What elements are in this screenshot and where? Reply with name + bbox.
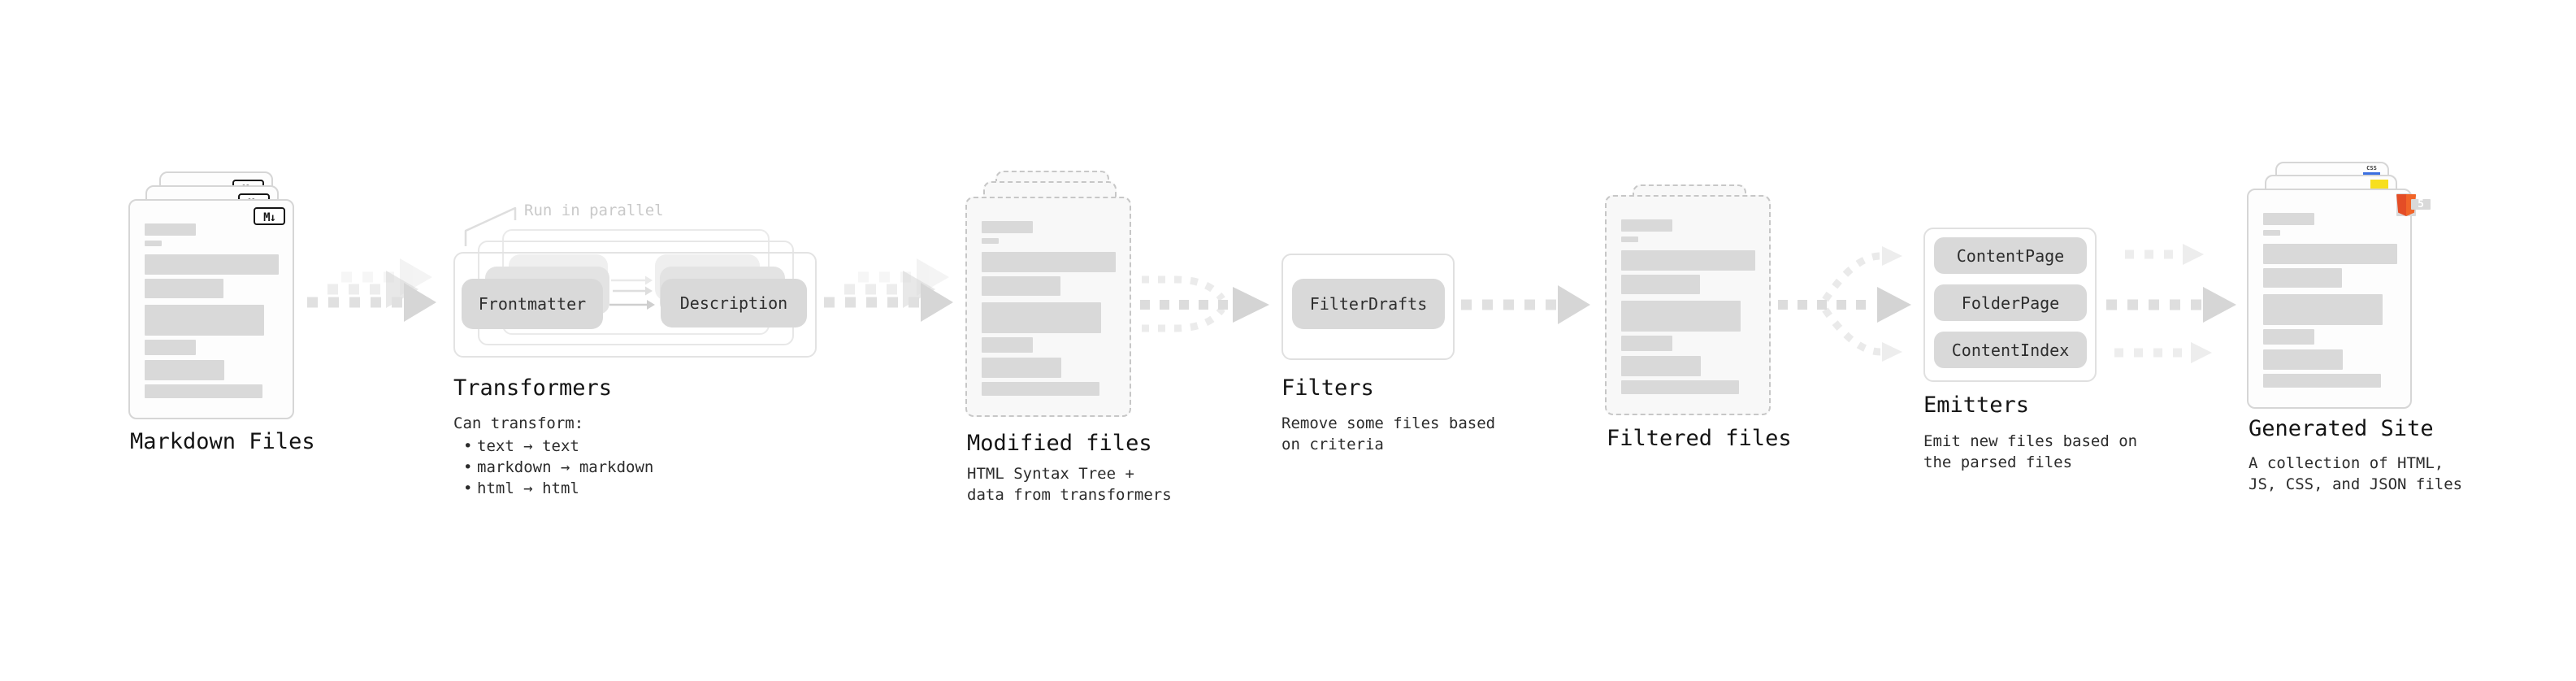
modified-file-card-front [965, 197, 1131, 417]
desc-line: the parsed files [1923, 453, 2073, 471]
skeleton-line [145, 241, 162, 246]
arrow-emitters-to-site-bottom [2114, 342, 2212, 363]
modified-files-title: Modified files [967, 431, 1152, 456]
skeleton-line [982, 358, 1061, 378]
contentindex-box: ContentIndex [1934, 332, 2087, 368]
css-icon-bar [2363, 172, 2380, 176]
transformers-bullet-list: •text → text •markdown → markdown •html … [463, 436, 653, 499]
bullet-item: •text → text [463, 437, 579, 455]
desc-line: Emit new files based on [1923, 432, 2138, 450]
skeleton-line [1621, 236, 1638, 242]
skeleton-line [2263, 268, 2342, 288]
skeleton-line [982, 221, 1033, 233]
skeleton-line [145, 223, 196, 236]
desc-line: data from transformers [967, 486, 1172, 504]
description-box: Description [661, 279, 807, 327]
run-in-parallel-label: Run in parallel [524, 202, 664, 219]
filters-desc: Remove some files based on criteria [1281, 413, 1495, 455]
skeleton-line [2263, 374, 2381, 388]
bullet-icon: • [463, 458, 473, 476]
contentindex-label: ContentIndex [1951, 340, 2070, 360]
skeleton-line [1621, 275, 1700, 294]
skeleton-line [145, 360, 224, 380]
skeleton-line [1621, 336, 1672, 351]
generated-html-card: HTML 5 [2247, 189, 2431, 409]
desc-line: A collection of HTML, [2249, 454, 2444, 472]
skeleton-line [145, 279, 223, 298]
skeleton-line [982, 276, 1060, 296]
arrow-markdown-to-transformers [307, 258, 436, 322]
emitters-title: Emitters [1923, 393, 2030, 418]
folderpage-box: FolderPage [1934, 284, 2087, 321]
transformers-title: Transformers [453, 375, 613, 401]
desc-line: Remove some files based [1281, 414, 1496, 432]
skeleton-line [2263, 230, 2280, 236]
arrow-filtered-to-emitters-fanout [1778, 246, 1911, 362]
js-icon [2370, 180, 2388, 190]
markdown-files-title: Markdown Files [130, 429, 315, 454]
skeleton-line [145, 340, 196, 355]
bullet-icon: • [463, 479, 473, 497]
skeleton-line [1621, 380, 1739, 394]
arrow-modified-to-filters-merge [1140, 275, 1269, 332]
filterdrafts-label: FilterDrafts [1309, 294, 1428, 314]
desc-line: JS, CSS, and JSON files [2249, 475, 2463, 493]
markdown-file-card-front: M↓ [128, 199, 294, 419]
modified-files-desc: HTML Syntax Tree + data from transformer… [967, 463, 1172, 505]
generated-site-desc: A collection of HTML, JS, CSS, and JSON … [2249, 453, 2462, 495]
skeleton-line [1621, 356, 1701, 376]
bullet-item: •html → html [463, 479, 579, 497]
desc-line: HTML Syntax Tree + [967, 465, 1134, 483]
frontmatter-label: Frontmatter [478, 294, 587, 314]
skeleton-line [2263, 349, 2343, 370]
desc-line: on criteria [1281, 436, 1384, 453]
html5-shield: 5 [2396, 194, 2431, 216]
description-label: Description [679, 293, 788, 313]
filtered-file-card-front [1605, 195, 1771, 415]
skeleton-line [1621, 301, 1741, 332]
arrow-emitters-to-site-middle [2106, 287, 2236, 323]
skeleton-line [2263, 244, 2397, 264]
skeleton-line [145, 305, 264, 336]
bullet-icon: • [463, 437, 473, 455]
skeleton-line [145, 384, 262, 398]
skeleton-line [1621, 219, 1672, 232]
emitters-desc: Emit new files based on the parsed files [1923, 431, 2137, 473]
arrow-transformers-to-modified [824, 258, 953, 322]
arrow-emitters-to-site-top [2125, 244, 2204, 265]
folderpage-label: FolderPage [1961, 293, 2060, 313]
frontmatter-box: Frontmatter [462, 279, 603, 329]
css-icon: CSS [2363, 166, 2380, 176]
transformer-layer-front [453, 252, 817, 358]
contentpage-box: ContentPage [1934, 237, 2087, 274]
arrow-filters-to-filtered [1461, 285, 1590, 324]
skeleton-line [145, 254, 279, 275]
filtered-files-title: Filtered files [1607, 426, 1792, 451]
skeleton-line [2263, 213, 2314, 225]
skeleton-line [982, 382, 1099, 396]
bullet-item: •markdown → markdown [463, 458, 654, 476]
skeleton-line [982, 252, 1116, 272]
contentpage-label: ContentPage [1956, 245, 2065, 266]
skeleton-line [982, 337, 1033, 353]
skeleton-line [2263, 294, 2383, 325]
generated-site-title: Generated Site [2249, 416, 2434, 441]
skeleton-line [982, 238, 999, 244]
skeleton-line [1621, 250, 1755, 271]
skeleton-line [2263, 329, 2314, 345]
markdown-icon: M↓ [254, 207, 285, 225]
skeleton-line [982, 302, 1101, 333]
filterdrafts-box: FilterDrafts [1292, 279, 1445, 329]
filters-title: Filters [1281, 375, 1374, 401]
transformers-desc-intro: Can transform: [453, 414, 584, 432]
